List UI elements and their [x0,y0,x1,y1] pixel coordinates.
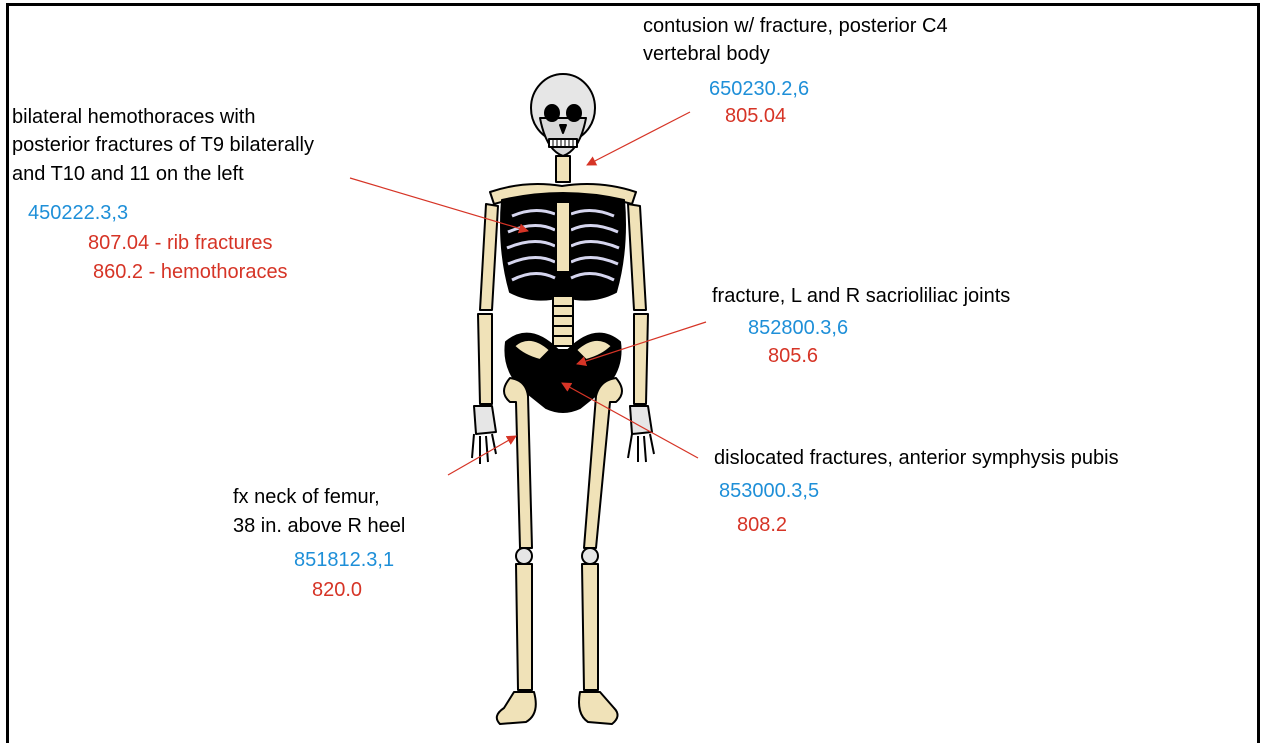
thorax-code-red-1: 807.04 - rib fractures [88,230,273,256]
right-leg [579,378,622,724]
sacroiliac-code-blue: 852800.3,6 [748,315,848,341]
arrow-femur [448,436,516,475]
skull [531,74,595,156]
ribcage [501,193,625,300]
arrow-cervical [587,112,690,165]
sacroiliac-code-red: 805.6 [768,343,818,369]
cervical-code-blue: 650230.2,6 [709,76,809,102]
right-arm [628,204,654,462]
pubis-code-red: 808.2 [737,512,787,538]
skeleton-figure [472,74,654,724]
cervical-code-red: 805.04 [725,103,786,129]
femur-description-line1: fx neck of femur, [233,484,380,510]
femur-code-blue: 851812.3,1 [294,547,394,573]
pubis-code-blue: 853000.3,5 [719,478,819,504]
thorax-code-red-2: 860.2 - hemothoraces [93,259,288,285]
femur-description-line2: 38 in. above R heel [233,513,405,539]
cervical-spine [556,156,570,182]
thorax-description-line1: bilateral hemothoraces with [12,104,255,130]
cervical-description-line1: contusion w/ fracture, posterior C4 [643,13,948,39]
pubis-description: dislocated fractures, anterior symphysis… [714,445,1119,471]
left-arm [472,204,498,464]
left-leg [497,378,536,724]
thorax-description-line2: posterior fractures of T9 bilaterally [12,132,314,158]
lumbar-spine [553,296,573,346]
thorax-description-line3: and T10 and 11 on the left [12,161,244,187]
thorax-code-blue: 450222.3,3 [28,200,128,226]
sacroiliac-description: fracture, L and R sacrioliliac joints [712,283,1010,309]
femur-code-red: 820.0 [312,577,362,603]
cervical-description-line2: vertebral body [643,41,770,67]
